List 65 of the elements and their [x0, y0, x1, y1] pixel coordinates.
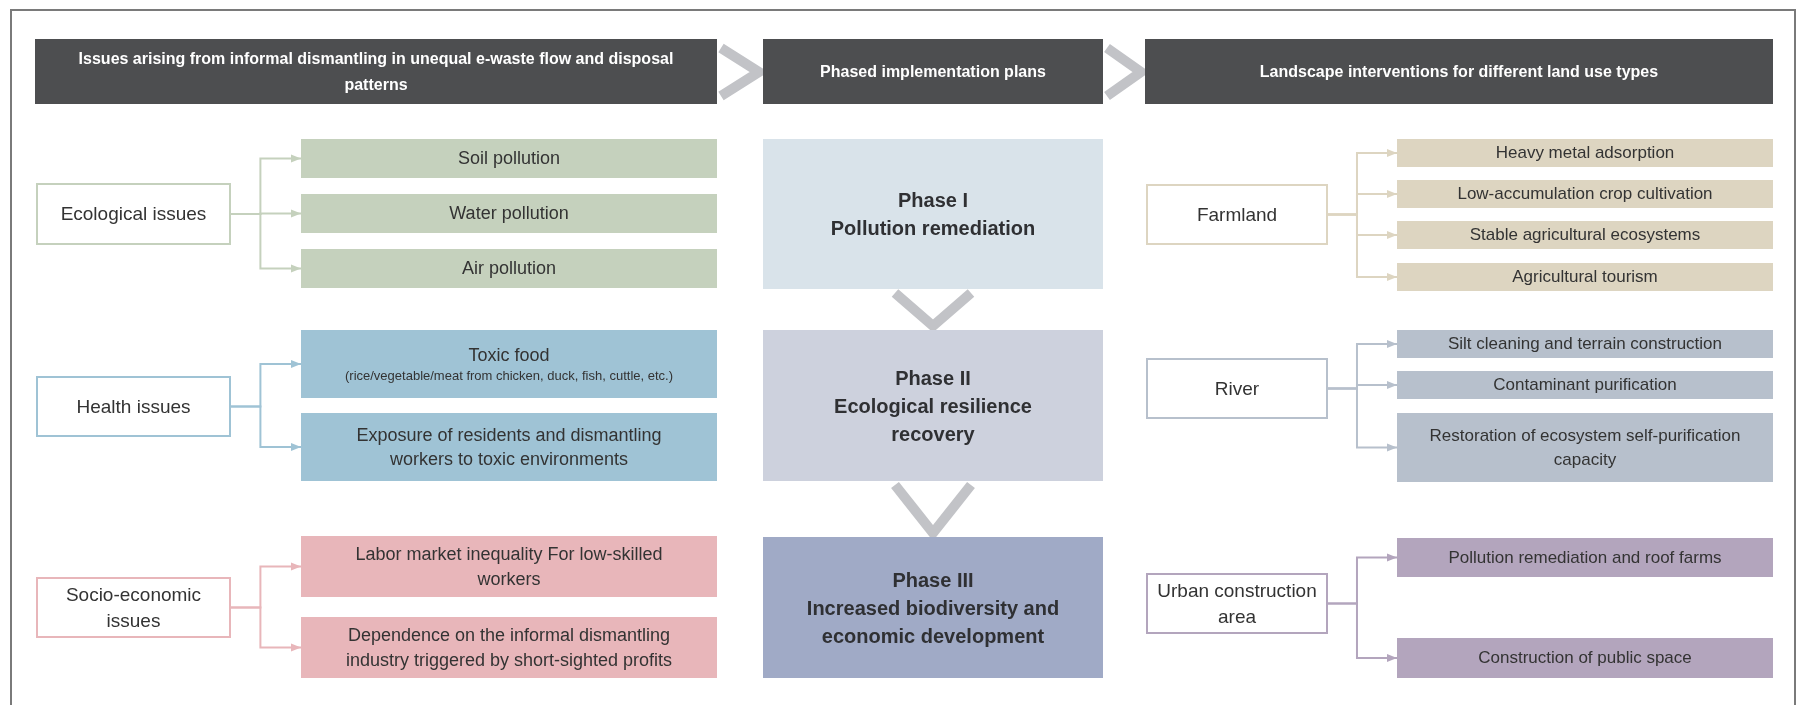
phase-box [763, 330, 1103, 481]
box-text: Water pollution [448, 202, 570, 226]
box-text: Urban construction area [1156, 578, 1318, 629]
box-text: Ecological resilience recovery [833, 393, 1033, 447]
issue-box [301, 617, 717, 678]
phase-title: Phase III [892, 567, 974, 593]
box-text: Issues arising from informal dismantling in unequal e-waste flow and disposal patterns [77, 48, 675, 95]
intervention-box [1397, 180, 1773, 208]
arrow [230, 606, 302, 652]
box-text: Stable agricultural ecosystems [1468, 224, 1702, 247]
issue-box [301, 536, 717, 597]
issue-box [301, 194, 717, 233]
arrow [230, 405, 302, 451]
box-text: Increased biodiversity and economic development [805, 595, 1061, 649]
box-text: Socio-economic issues [64, 582, 203, 633]
column-header [763, 39, 1103, 104]
box-text: Agricultural tourism [1511, 266, 1659, 289]
land-use-box [1146, 573, 1328, 634]
phase-title: Phase II [895, 365, 971, 391]
box-text: Landscape interventions for different land use types [1258, 61, 1660, 82]
phase-box [763, 139, 1103, 289]
box-text: Labor market inequality For low-skilled workers [354, 543, 664, 591]
box-text: River [1214, 376, 1260, 401]
arrow [230, 213, 302, 273]
box-text: Heavy metal adsorption [1494, 142, 1676, 165]
box-text: Farmland [1196, 202, 1278, 227]
phase-title: Phase I [897, 188, 968, 213]
box-text: Restoration of ecosystem self-purification capacity [1428, 424, 1742, 471]
box-text: Dependence on the informal dismantling industry triggered by short-sighted profits [344, 624, 674, 672]
column-header [1145, 39, 1773, 104]
issue-box [301, 249, 717, 288]
box-text: Low-accumulation crop cultivation [1456, 183, 1714, 206]
box-text: Soil pollution [456, 147, 562, 171]
box-text: Construction of public space [1477, 647, 1693, 670]
box-text: Health issues [76, 394, 191, 419]
intervention-box [1397, 413, 1773, 482]
box-text: Phased implementation plans [819, 61, 1047, 82]
box-text: Silt cleaning and terrain construction [1446, 333, 1723, 356]
intervention-box [1397, 263, 1773, 291]
phase-box [763, 537, 1103, 678]
intervention-box [1397, 221, 1773, 249]
issue-box [301, 139, 717, 178]
intervention-box [1397, 538, 1773, 577]
arrow [1327, 387, 1398, 452]
intervention-box [1397, 371, 1773, 399]
category-box [36, 183, 231, 245]
box-text: Contaminant purification [1492, 374, 1678, 397]
issue-box [301, 330, 717, 398]
box-text: Pollution remediation [829, 216, 1037, 241]
category-box [36, 577, 231, 638]
box-text: Pollution remediation and roof farms [1447, 546, 1723, 569]
box-text: Toxic food [467, 344, 551, 368]
box-text: Exposure of residents and dismantling workers to toxic environments [355, 423, 663, 471]
arrow [1327, 602, 1398, 662]
intervention-box [1397, 139, 1773, 167]
land-use-box [1146, 358, 1328, 419]
category-box [36, 376, 231, 437]
issue-box [301, 413, 717, 481]
land-use-box [1146, 184, 1328, 245]
column-header [35, 39, 717, 104]
intervention-box [1397, 330, 1773, 358]
box-text: Air pollution [460, 257, 558, 281]
intervention-box [1397, 638, 1773, 678]
box-text: (rice/vegetable/meat from chicken, duck, fish, cuttle, etc.) [345, 367, 673, 385]
box-text: Ecological issues [60, 202, 207, 227]
